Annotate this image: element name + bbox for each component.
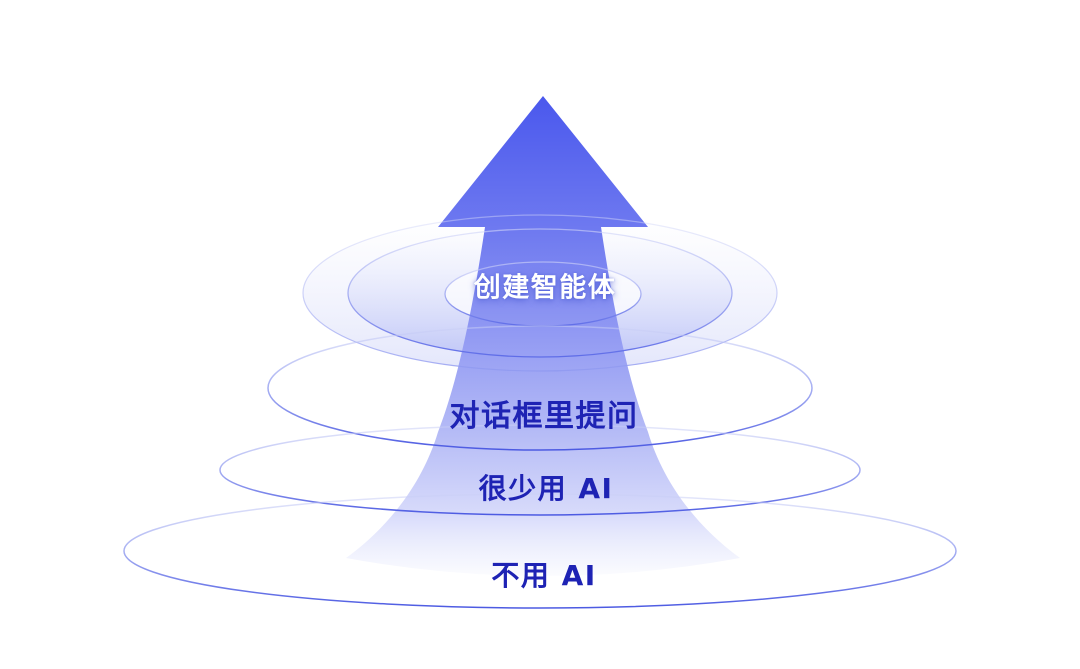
level-3-label: 对话框里提问 xyxy=(449,399,639,434)
up-arrow xyxy=(346,96,740,576)
top-middle-ring xyxy=(347,228,733,358)
ellipse-outlines xyxy=(123,214,957,609)
level-1-ellipse xyxy=(123,493,957,609)
top-outer-ring xyxy=(302,214,778,372)
level-2-label: 很少用 AI xyxy=(478,472,614,505)
level-1-label: 不用 AI xyxy=(491,559,597,592)
level-4-label: 创建智能体 xyxy=(473,272,617,304)
level-3-ellipse xyxy=(267,325,813,451)
level-2-ellipse xyxy=(219,424,861,516)
